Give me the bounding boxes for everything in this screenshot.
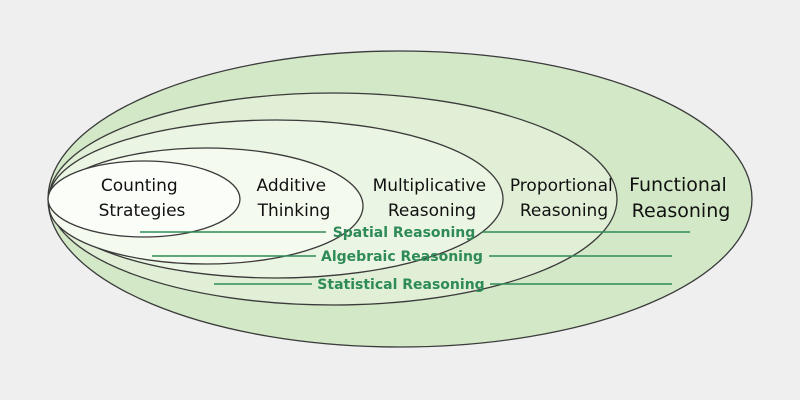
label-additive-thinking: Additive Thinking	[257, 176, 332, 221]
label-counting-strategies: Counting Strategies	[99, 176, 186, 221]
ellipse-counting-strategies	[47, 160, 241, 238]
label-multiplicative-reasoning: Multiplicative Reasoning	[373, 176, 492, 221]
label-proportional-reasoning: Proportional Reasoning	[510, 176, 618, 221]
label-functional-reasoning: Functional Reasoning	[629, 174, 733, 222]
strand-label-statistical-reasoning: Statistical Reasoning	[317, 277, 484, 293]
strand-label-algebraic-reasoning: Algebraic Reasoning	[321, 249, 483, 265]
strand-label-spatial-reasoning: Spatial Reasoning	[333, 225, 476, 241]
